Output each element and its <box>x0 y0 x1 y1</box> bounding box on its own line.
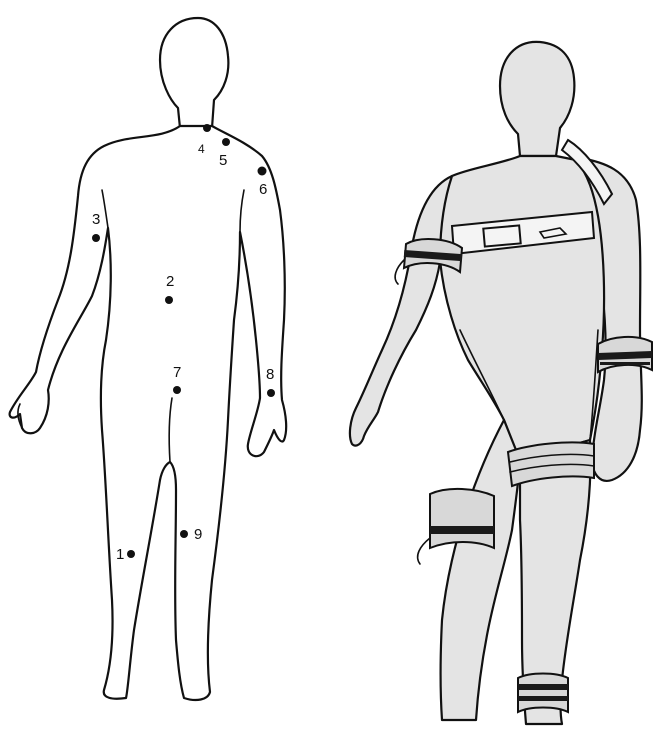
marker-3-label: 3 <box>92 211 100 228</box>
body-outline-figure <box>10 18 287 700</box>
mannequin-torso <box>440 156 604 460</box>
marker-6-label: 6 <box>259 181 267 198</box>
marker-8-dot <box>267 389 275 397</box>
marker-2: 2 <box>165 273 174 304</box>
marker-1-dot <box>127 550 135 558</box>
marker-9-label: 9 <box>194 526 202 543</box>
mannequin-head <box>500 42 574 156</box>
body-outline <box>10 126 287 700</box>
marker-5-label: 5 <box>219 152 227 169</box>
chest-strap-buckle <box>483 225 520 246</box>
marker-3: 3 <box>92 211 100 242</box>
marker-2-dot <box>165 296 173 304</box>
marker-7: 7 <box>173 364 181 394</box>
mannequin-leg-left <box>441 420 521 720</box>
head-outline <box>160 18 228 128</box>
marker-6-dot <box>258 167 267 176</box>
marker-8: 8 <box>266 366 275 397</box>
marker-6: 6 <box>258 167 268 199</box>
marker-1-label: 1 <box>116 546 124 563</box>
marker-7-dot <box>173 386 181 394</box>
ankle-cuff <box>518 674 568 713</box>
marker-7-label: 7 <box>173 364 181 381</box>
marker-8-label: 8 <box>266 366 274 383</box>
harness-figure <box>350 42 652 724</box>
marker-3-dot <box>92 234 100 242</box>
marker-9-dot <box>180 530 188 538</box>
marker-5-dot <box>222 138 230 146</box>
mannequin-arm-left <box>350 176 452 446</box>
marker-4-dot <box>203 124 211 132</box>
marker-2-label: 2 <box>166 273 174 290</box>
marker-4-label: 4 <box>198 142 205 156</box>
